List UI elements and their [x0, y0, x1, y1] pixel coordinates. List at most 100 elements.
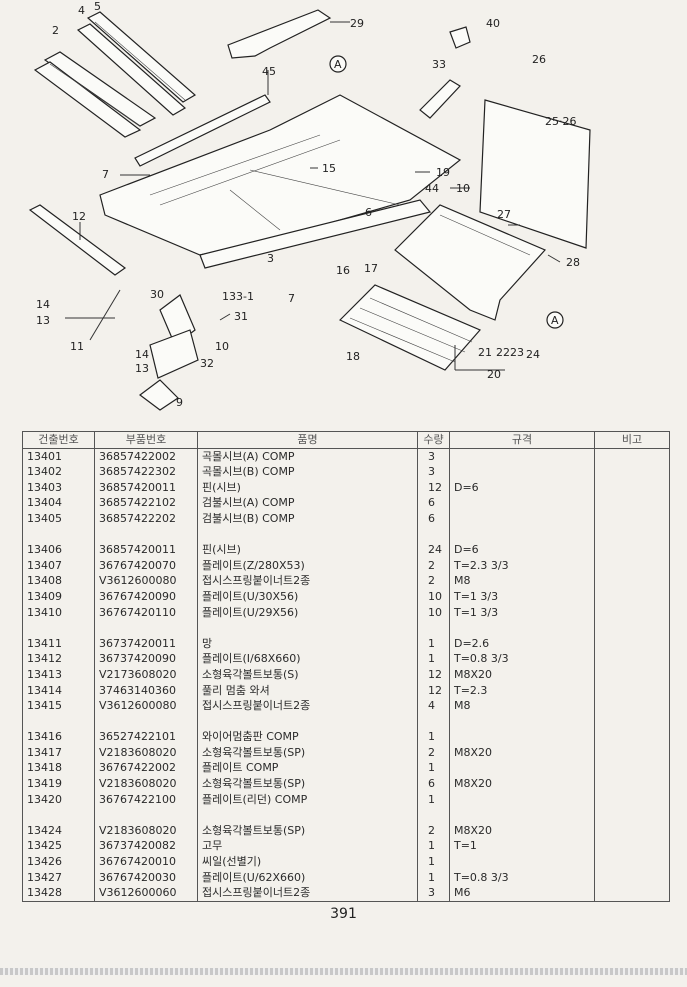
qty-cell: 1 — [417, 729, 450, 745]
part-name-cell: 망 — [197, 635, 418, 652]
part-name-cell: 접시스프링붙이너트2종 — [197, 573, 418, 589]
remarks-cell — [594, 573, 670, 589]
qty-cell — [417, 807, 450, 823]
part-name-cell: 소형육각볼트보통(SP) — [197, 822, 418, 839]
screen-tray-part-18 — [338, 284, 481, 371]
item-no-cell: 13405 — [22, 510, 95, 527]
table-row — [22, 713, 670, 730]
qty-cell: 4 — [417, 698, 450, 714]
part-no-cell: 36737420090 — [94, 651, 198, 667]
callout: 44 — [425, 182, 439, 195]
part-no-cell: 36767420010 — [94, 854, 198, 870]
part-no-cell: V2183608020 — [94, 776, 198, 792]
part-no-cell: 36767420030 — [94, 869, 198, 886]
spec-cell: M8 — [449, 698, 595, 714]
remarks-cell — [594, 744, 670, 761]
item-no-cell: 13413 — [22, 666, 95, 683]
spec-cell — [449, 495, 595, 511]
remarks-cell — [594, 838, 670, 855]
part-name-cell: 접시스프링붙이너트2종 — [197, 698, 418, 714]
item-no-cell: 13406 — [22, 542, 95, 558]
spec-cell: D=6 — [449, 479, 595, 496]
part-name-cell: 씨일(선별기) — [197, 854, 418, 870]
bracket-part-32 — [149, 329, 199, 379]
part-name-cell: 곡몰시브(B) COMP — [197, 464, 418, 480]
part-name-cell: 플레이트 COMP — [197, 760, 418, 777]
qty-cell: 12 — [417, 479, 450, 496]
part-name-cell: 플레이트(I/68X660) — [197, 651, 418, 667]
remarks-cell — [594, 698, 670, 714]
spec-cell — [449, 729, 595, 745]
remarks-cell — [594, 807, 670, 823]
spec-cell — [449, 448, 595, 465]
page-number: 391 — [330, 906, 357, 922]
spec-cell: D=2.6 — [449, 635, 595, 652]
item-no-cell: 13414 — [22, 682, 95, 699]
item-no-cell: 13404 — [22, 495, 95, 511]
spec-cell: M8X20 — [449, 776, 595, 792]
qty-cell: 1 — [417, 760, 450, 777]
part-name-cell: 곡몰시브(A) COMP — [197, 448, 418, 465]
remarks-cell — [594, 588, 670, 605]
plate-part-40 — [449, 26, 471, 49]
table-header-row: 건출번호 부품번호 품명 수량 규격 비고 — [22, 431, 670, 449]
spec-cell: M8X20 — [449, 744, 595, 761]
callout: 3 — [267, 252, 274, 265]
part-name-cell: 접시스프링붙이너트2종 — [197, 885, 418, 902]
callout: 28 — [566, 256, 580, 269]
part-no-cell: V2183608020 — [94, 822, 198, 839]
remarks-cell — [594, 495, 670, 511]
part-no-cell: V3612600060 — [94, 885, 198, 902]
qty-cell: 6 — [417, 776, 450, 792]
tray-frame-part-27 — [394, 204, 547, 321]
plate-part-45 — [134, 94, 271, 167]
part-no-cell: 36857420011 — [94, 479, 198, 496]
callout-labels: 4 5 29 40 2 A 33 26 45 25·26 7 15 19 44 … — [36, 0, 580, 409]
spec-cell: M8X20 — [449, 822, 595, 839]
spec-cell — [449, 791, 595, 808]
plate-part-33 — [419, 79, 461, 119]
ref-circle-a-bottom — [546, 311, 564, 329]
qty-cell: 1 — [417, 838, 450, 855]
part-name-cell: 소형육각볼트보통(S) — [197, 666, 418, 683]
callout: 21 — [478, 346, 492, 359]
part-no-cell: V2183608020 — [94, 744, 198, 761]
part-name-cell: 검불시브(A) COMP — [197, 495, 418, 511]
part-no-cell: V3612600080 — [94, 573, 198, 589]
part-name-cell — [197, 713, 418, 730]
part-no-cell: 36767422002 — [94, 760, 198, 777]
remarks-cell — [594, 682, 670, 699]
qty-cell: 6 — [417, 510, 450, 527]
callout: 7 — [288, 292, 295, 305]
item-no-cell: 13420 — [22, 791, 95, 808]
part-no-cell — [94, 620, 198, 636]
ref-circle-a-top — [329, 55, 347, 73]
callout: 26 — [532, 53, 546, 66]
main-frame — [99, 94, 462, 269]
item-no-cell: 13418 — [22, 760, 95, 777]
spec-cell — [449, 807, 595, 823]
table-row — [22, 526, 670, 543]
callout: 24 — [526, 348, 540, 361]
qty-cell: 3 — [417, 885, 450, 902]
part-name-cell: 플레이트(U/29X56) — [197, 604, 418, 621]
remarks-cell — [594, 713, 670, 730]
callout: 11 — [70, 340, 84, 353]
item-no-cell: 13403 — [22, 479, 95, 496]
part-no-cell — [94, 526, 198, 543]
qty-cell: 6 — [417, 495, 450, 511]
part-name-cell: 와이어멈춤판 COMP — [197, 729, 418, 745]
part-name-cell: 소형육각볼트보통(SP) — [197, 776, 418, 792]
spec-cell — [449, 760, 595, 777]
